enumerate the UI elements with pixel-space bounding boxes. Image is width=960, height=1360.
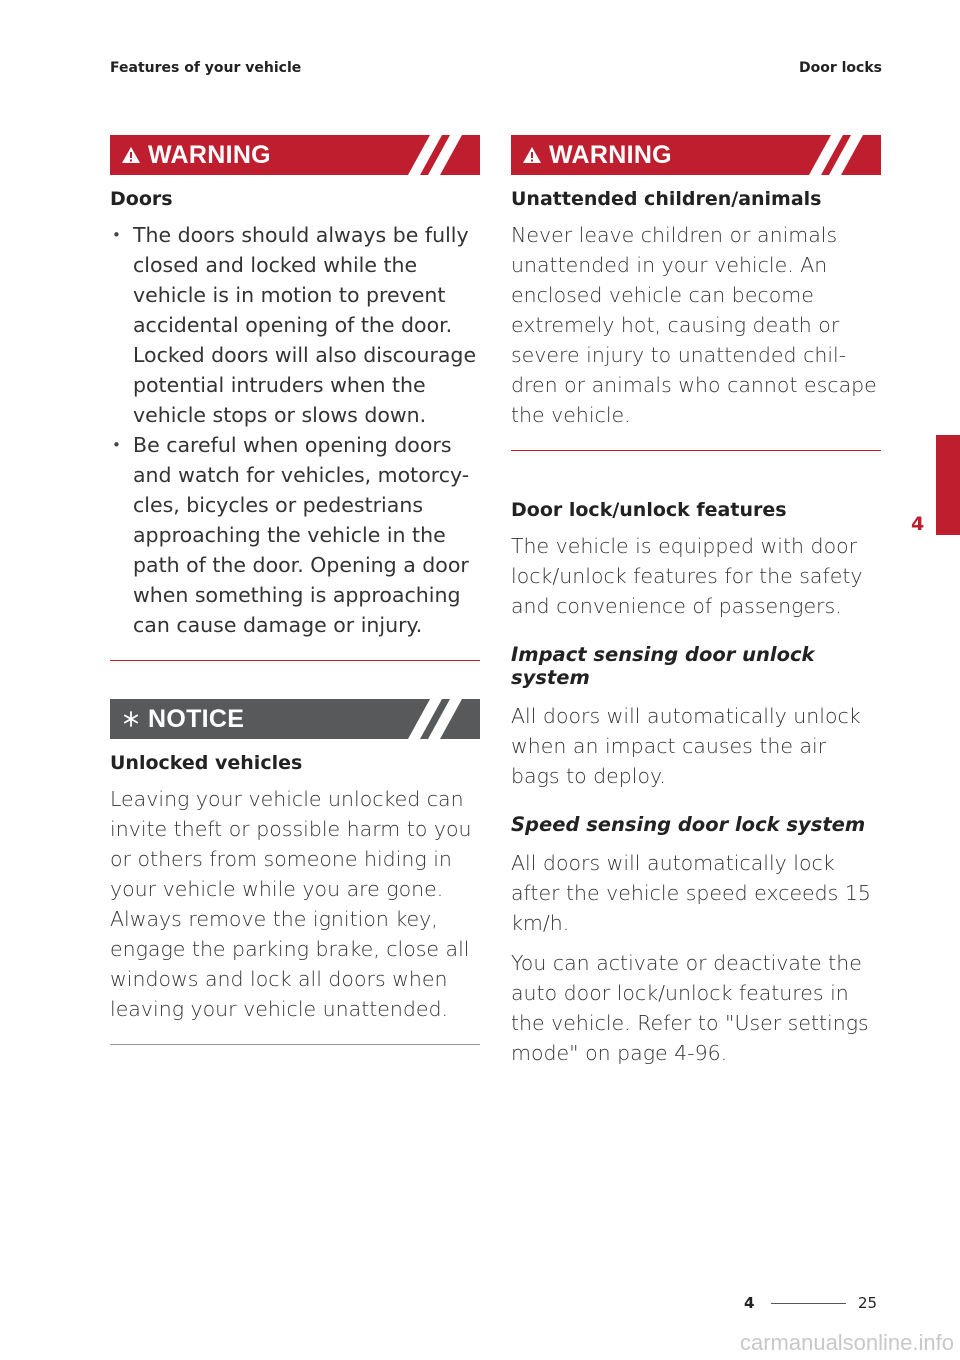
right-column: WARNING Unattended children/animals Neve… bbox=[511, 135, 881, 1078]
chapter-side-tab-number: 4 bbox=[911, 513, 925, 535]
speed-sensing-heading: Speed sensing door lock system bbox=[511, 813, 866, 836]
section-heading: Door lock/unlock features bbox=[511, 499, 787, 521]
list-item: Be careful when opening doors and watch … bbox=[110, 430, 480, 640]
warning-banner: WARNING bbox=[110, 135, 480, 175]
user-settings-text: You can activate or deactivate the auto … bbox=[511, 951, 869, 1065]
impact-sensing-text: All doors will automatically unlock when… bbox=[511, 704, 861, 788]
asterisk-icon bbox=[120, 708, 142, 730]
warning-triangle-icon bbox=[521, 144, 543, 166]
footer-chapter-number: 4 bbox=[744, 1294, 755, 1312]
header-topic-title: Door locks bbox=[799, 60, 882, 76]
footer-divider bbox=[771, 1303, 846, 1304]
warning-heading: Unattended children/animals bbox=[511, 188, 822, 210]
warning-text: Never leave children or animals unattend… bbox=[511, 223, 877, 427]
header-section-title: Features of your vehicle bbox=[110, 60, 302, 76]
watermark: carmanualsonline.info bbox=[739, 1330, 954, 1355]
left-column: WARNING Doors The doors should always be… bbox=[110, 135, 480, 1045]
warning-title: WARNING bbox=[549, 140, 672, 169]
speed-sensing-text: All doors will automatically lock after … bbox=[511, 851, 871, 935]
warning-title: WARNING bbox=[148, 140, 271, 169]
notice-banner: NOTICE bbox=[110, 699, 480, 739]
banner-stripes bbox=[400, 135, 480, 175]
divider bbox=[511, 450, 881, 451]
warning-banner: WARNING bbox=[511, 135, 881, 175]
list-item: The doors should always be fully closed … bbox=[110, 220, 480, 430]
notice-title: NOTICE bbox=[148, 704, 245, 733]
banner-stripes bbox=[801, 135, 881, 175]
divider bbox=[110, 1044, 480, 1045]
section-intro: The vehicle is equipped with door lock/u… bbox=[511, 534, 863, 618]
warning-heading: Doors bbox=[110, 188, 173, 210]
notice-heading: Unlocked vehicles bbox=[110, 752, 303, 774]
footer-page-number: 25 bbox=[858, 1294, 878, 1312]
divider bbox=[110, 660, 480, 661]
chapter-side-tab bbox=[936, 435, 960, 535]
banner-stripes bbox=[400, 699, 480, 739]
warning-bullet-list: The doors should always be fully closed … bbox=[110, 220, 480, 640]
impact-sensing-heading: Impact sensing door unlock system bbox=[511, 643, 815, 689]
warning-triangle-icon bbox=[120, 144, 142, 166]
notice-text: Leaving your vehicle unlocked can invite… bbox=[110, 787, 472, 1021]
